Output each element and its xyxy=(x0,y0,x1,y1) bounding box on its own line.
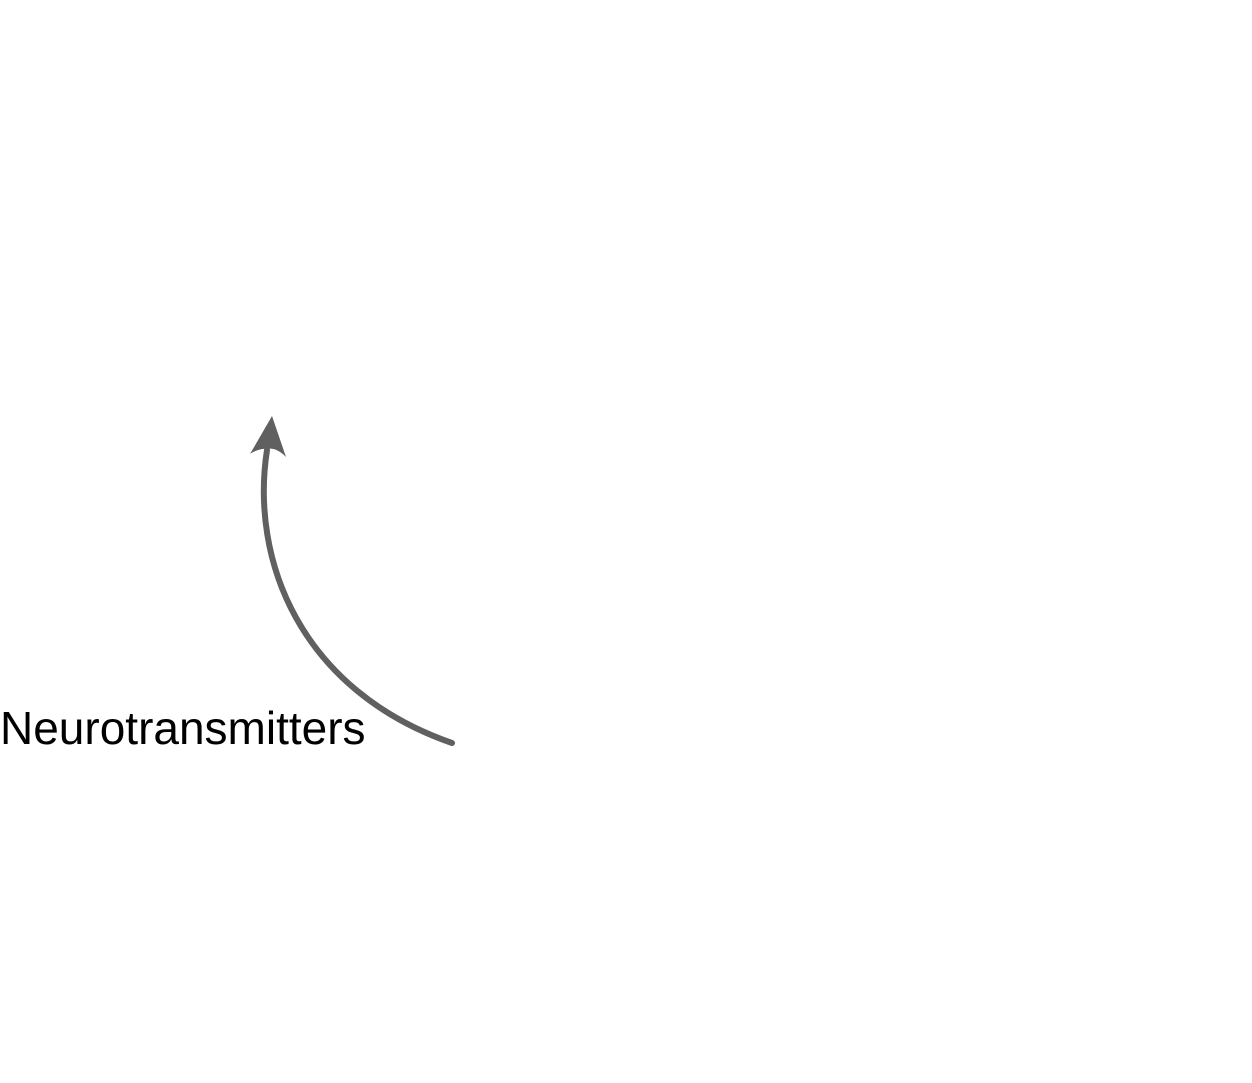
curved-arrow-shaft xyxy=(260,447,455,746)
arrow-head xyxy=(250,416,286,457)
neurotransmitters-label: Neurotransmitters xyxy=(0,702,366,754)
